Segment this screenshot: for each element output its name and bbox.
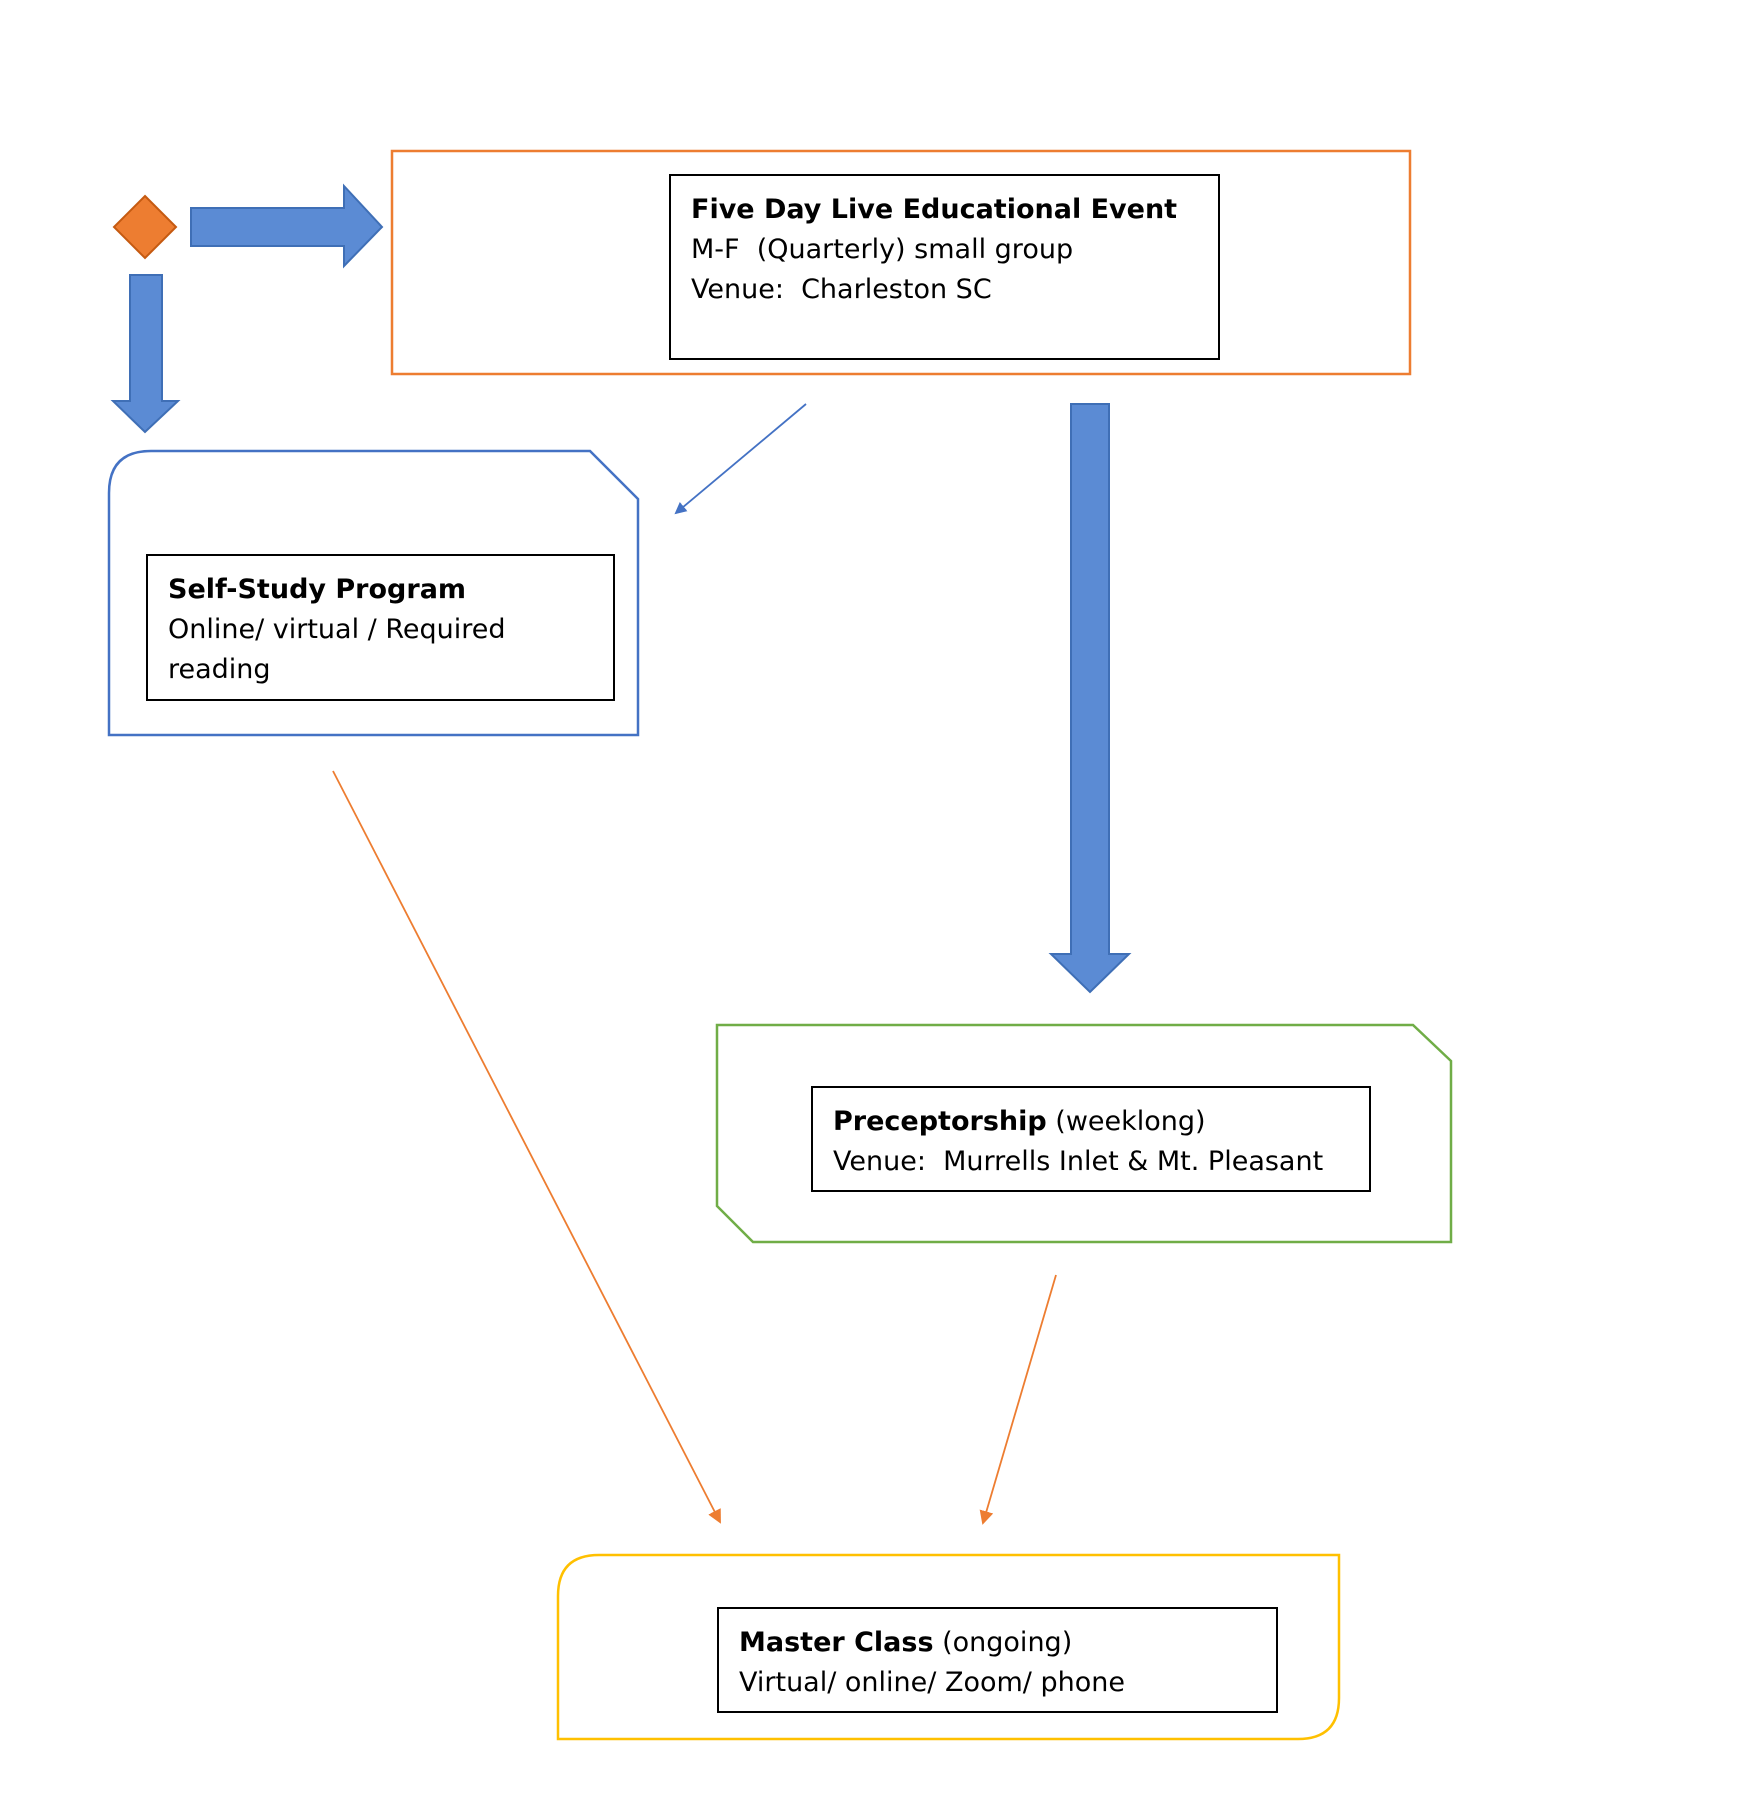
master-class-title: Master Class — [739, 1627, 934, 1658]
five-day-frame — [390, 149, 1412, 376]
self-study-frame — [107, 449, 640, 737]
self-study-format-cont: reading — [168, 654, 271, 685]
master-class-box: Master Class (ongoing) Virtual/ online/ … — [717, 1607, 1278, 1713]
master-class-format: Virtual/ online/ Zoom/ phone — [739, 1667, 1125, 1698]
arrow-five-day-to-self-study — [674, 403, 807, 515]
preceptorship-title: Preceptorship — [833, 1106, 1047, 1137]
start-diamond — [112, 194, 178, 260]
preceptorship-duration: (weeklong) — [1046, 1106, 1206, 1137]
master-class-frequency: (ongoing) — [933, 1627, 1073, 1658]
five-day-event-title: Five Day Live Educational Event — [691, 194, 1178, 225]
preceptorship-box: Preceptorship (weeklong) Venue: Murrells… — [811, 1086, 1371, 1192]
self-study-box: Self-Study Program Online/ virtual / Req… — [146, 554, 615, 701]
five-day-event-venue: Venue: Charleston SC — [691, 274, 992, 305]
preceptorship-venue: Venue: Murrells Inlet & Mt. Pleasant — [833, 1146, 1324, 1177]
master-class-frame — [556, 1553, 1341, 1741]
self-study-title: Self-Study Program — [168, 574, 467, 605]
arrow-start-to-self-study — [110, 274, 181, 434]
arrow-five-day-to-preceptorship — [1048, 403, 1132, 994]
preceptorship-frame — [715, 1023, 1453, 1244]
arrow-self-study-to-master-class — [332, 770, 721, 1524]
self-study-format: Online/ virtual / Required — [168, 614, 506, 645]
arrow-preceptorship-to-master-class — [979, 1274, 1057, 1525]
five-day-event-schedule: M-F (Quarterly) small group — [691, 234, 1074, 265]
arrow-start-to-five-day — [190, 183, 384, 269]
five-day-event-box: Five Day Live Educational Event M-F (Qua… — [669, 174, 1220, 360]
